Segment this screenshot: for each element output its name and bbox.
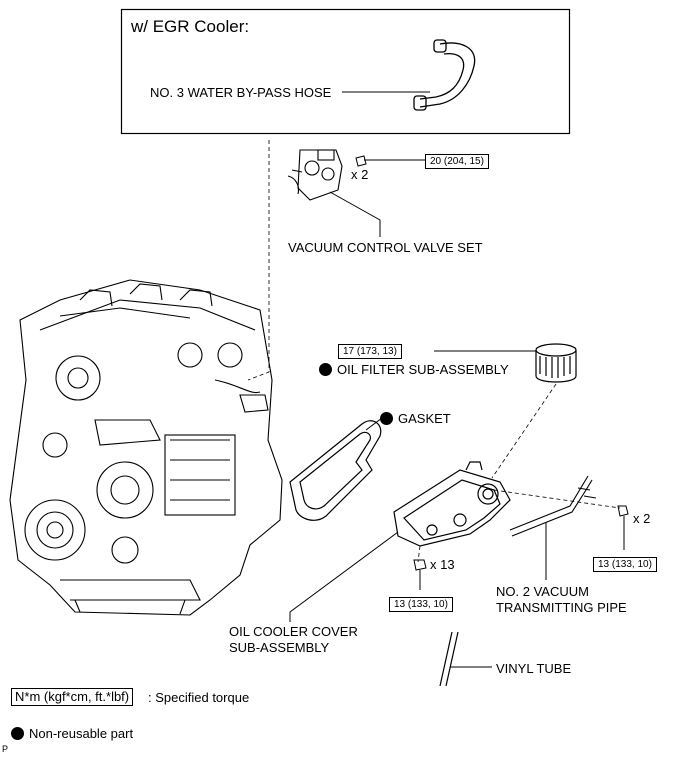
vinyl-tube-label: VINYL TUBE [496, 661, 572, 676]
valve-label-leader [329, 191, 381, 237]
pipe-nut-quantity: x 2 [633, 511, 651, 526]
valve-bolt-quantity: x 2 [351, 167, 369, 182]
torque-legend-desc: : Specified torque [148, 690, 250, 705]
vacuum-pipe-drawing [509, 475, 597, 537]
valve-bolt-drawing [355, 155, 372, 167]
gasket-label: GASKET [380, 411, 451, 426]
oil-filter-label: OIL FILTER SUB-ASSEMBLY [319, 362, 509, 377]
pipe-nut-drawing [617, 505, 629, 550]
egr-inset-frame [120, 8, 571, 135]
dashed-guide-filter [491, 383, 557, 479]
oil-cooler-leader [289, 531, 399, 622]
oil-cooler-label-line2: SUB-ASSEMBLY [229, 640, 330, 655]
torque-legend-box: N*m (kgf*cm, ft.*lbf) [11, 688, 134, 706]
oil-filter-drawing [535, 343, 577, 383]
corner-mark: P [2, 744, 9, 754]
cover-bolt-torque-spec: 13 (133, 10) [389, 597, 453, 612]
vinyl-tube-drawing [439, 631, 459, 687]
vacuum-control-valve-label: VACUUM CONTROL VALVE SET [288, 240, 483, 255]
pipe-nut-torque-spec: 13 (133, 10) [593, 557, 657, 572]
cover-bolt-drawing [413, 559, 427, 590]
nonreusable-dot-icon [11, 727, 24, 740]
oil-filter-label-text: OIL FILTER SUB-ASSEMBLY [337, 362, 509, 377]
dashed-guide-cover-bolt [417, 545, 421, 563]
dashed-guide-cooler [493, 489, 621, 509]
cover-bolt-quantity: x 13 [430, 557, 455, 572]
oil-filter-torque-spec: 17 (173, 13) [338, 344, 402, 359]
gasket-drawing [289, 420, 382, 521]
nonreusable-dot-icon [319, 363, 332, 376]
vacuum-pipe-label-line2: TRANSMITTING PIPE [496, 600, 627, 615]
gasket-leader [365, 417, 383, 431]
water-bypass-hose-label: NO. 3 WATER BY-PASS HOSE [150, 85, 332, 100]
oil-cooler-cover-drawing [393, 461, 511, 547]
engine-assembly-drawing [9, 279, 283, 616]
water-bypass-hose-drawing [413, 39, 476, 111]
gasket-label-text: GASKET [398, 411, 451, 426]
nonreusable-dot-icon [380, 412, 393, 425]
egr-inset-title: w/ EGR Cooler: [131, 17, 250, 36]
valve-torque-spec: 20 (204, 15) [425, 154, 489, 169]
dashed-guide-valve [247, 140, 270, 381]
nonreusable-legend: Non-reusable part [11, 726, 133, 741]
vacuum-control-valve-drawing [287, 149, 343, 201]
nonreusable-legend-text: Non-reusable part [29, 726, 134, 741]
vacuum-pipe-label-line1: NO. 2 VACUUM [496, 584, 589, 599]
oil-cooler-label-line1: OIL COOLER COVER [229, 624, 358, 639]
